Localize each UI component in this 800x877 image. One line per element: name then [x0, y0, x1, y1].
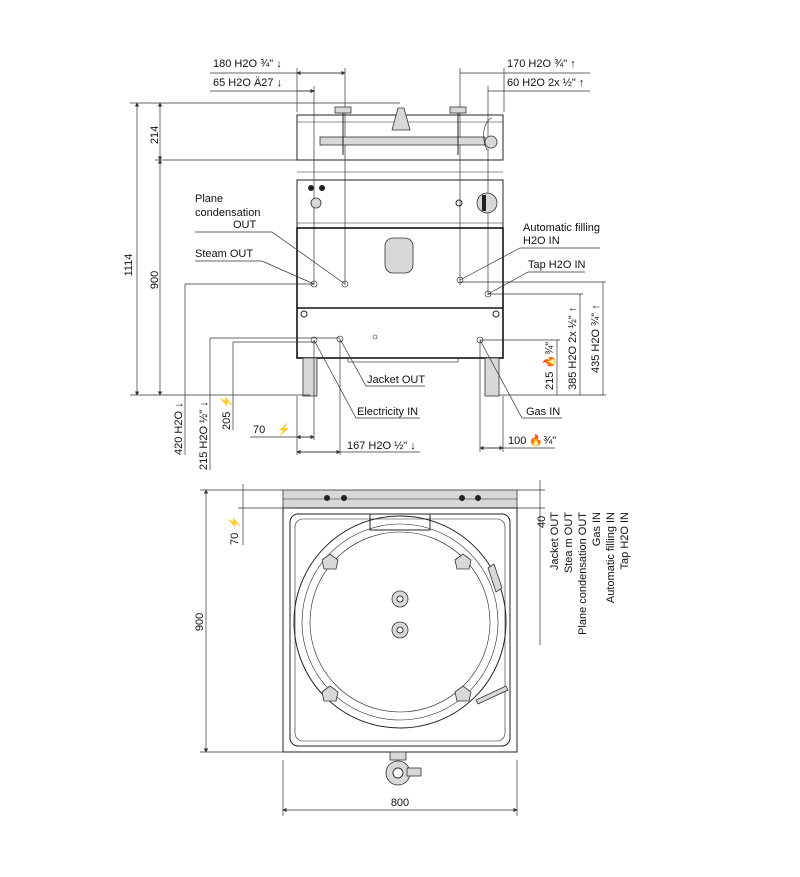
control-knob-icon — [476, 192, 498, 214]
legend-automatic-filling-in: Automatic filling IN — [605, 512, 617, 603]
callout-plane-condensation: Plane — [195, 193, 223, 205]
pressure-gauge-icon — [310, 197, 322, 209]
drain-lever-icon — [475, 685, 509, 705]
dim-205: 205 ⚡ — [220, 395, 233, 430]
lid-clamp-icons — [321, 553, 472, 702]
right-dimensions: 215 🔥¾" 385 H2O 2x ½" ↑ 435 H2O ¾" ↑ — [460, 281, 606, 396]
label-65-h2o: 65 H2O Ä27 ↓ — [213, 77, 282, 89]
dim-435-h2o: 435 H2O ¾" ↑ — [590, 304, 602, 373]
pan-rim — [293, 515, 507, 729]
boiling-pan-plan — [282, 489, 518, 786]
dim-1114: 1114 — [123, 254, 135, 277]
dim-900: 900 — [149, 271, 161, 289]
lid-knob-left-icon — [334, 106, 352, 114]
dim-70-electricity: 70 ⚡ — [228, 516, 241, 545]
legend-tap-h2o-in: Tap H2O IN — [619, 512, 631, 570]
callout-automatic-filling: H2O IN — [523, 235, 560, 247]
label-180-h2o: 180 H2O ¾" ↓ — [213, 58, 282, 70]
callout-jacket-out: Jacket OUT — [367, 374, 425, 386]
callout-gas-in: Gas IN — [526, 406, 560, 418]
legend-steam-out: Stea m OUT — [563, 512, 575, 573]
top-left-connection-labels: 180 H2O ¾" ↓ 65 H2O Ä27 ↓ — [210, 58, 346, 285]
dim-40: 40 — [536, 516, 548, 528]
dim-420-h2o: 420 H2O ↓ — [173, 402, 185, 455]
callout-plane-condensation: condensation — [195, 207, 260, 219]
dim-215-gas: 215 🔥¾" — [543, 342, 556, 390]
callout-tap-h2o-in: Tap H2O IN — [528, 259, 586, 271]
filling-tap-icon — [487, 563, 503, 593]
callout-electricity-in: Electricity IN — [357, 406, 418, 418]
filling-tap-icon — [484, 135, 498, 149]
pilot-button-icon — [455, 199, 463, 207]
label-170-h2o: 170 H2O ¾" ↑ — [507, 58, 576, 70]
leg-right — [484, 357, 500, 397]
lid-knob-right-icon — [449, 106, 467, 114]
electricity-icon: ⚡ — [277, 423, 291, 436]
left-dimensions: 1114 214 900 420 H2O ↓ 215 H2O ½" ↓ 205 … — [123, 102, 400, 470]
connection-points — [310, 276, 492, 344]
top-view: 900 70 ⚡ 800 40 Jacket OUT Stea m OUT Pl… — [194, 480, 631, 816]
lid-handle-icon — [391, 107, 411, 131]
legend-jacket-out: Jacket OUT — [549, 512, 561, 570]
dim-800-width: 800 — [391, 797, 409, 809]
drain-valve-icon — [384, 237, 414, 274]
legend-plane-condensation-out: Plane condensation OUT — [577, 512, 589, 635]
callout-plane-condensation: OUT — [233, 219, 257, 231]
leg-left — [302, 357, 318, 397]
label-60-h2o: 60 H2O 2x ½" ↑ — [507, 77, 584, 89]
indicator-light-icon — [319, 185, 325, 191]
dim-900-depth: 900 — [194, 613, 206, 631]
callout-steam-out: Steam OUT — [195, 248, 253, 260]
plan-dimensions: 900 70 ⚡ 800 40 — [194, 480, 548, 816]
dim-70: 70 — [253, 424, 265, 436]
legend-gas-in: Gas IN — [591, 512, 603, 546]
dim-214: 214 — [149, 126, 161, 144]
indicator-light-icon — [308, 185, 314, 191]
dim-100-gas: 100 🔥¾" — [508, 434, 556, 447]
front-view: 180 H2O ¾" ↓ 65 H2O Ä27 ↓ 170 H2O ¾" ↑ 6… — [123, 58, 606, 470]
callout-automatic-filling: Automatic filling — [523, 222, 600, 234]
dim-167-h2o: 167 H2O ½" ↓ — [347, 440, 416, 452]
plan-legend: Jacket OUT Stea m OUT Plane condensation… — [549, 512, 631, 635]
boiling-pan-front — [296, 106, 504, 397]
callouts: Plane condensation OUT Steam OUT Automat… — [195, 193, 600, 419]
bottom-dimensions: 70 ⚡ 167 H2O ½" ↓ 100 🔥¾" — [250, 340, 556, 455]
dim-215-h2o: 215 H2O ½" ↓ — [198, 401, 210, 470]
dim-385-h2o: 385 H2O 2x ½" ↑ — [567, 307, 579, 390]
top-right-connection-labels: 170 H2O ¾" ↑ 60 H2O 2x ½" ↑ — [459, 58, 590, 295]
